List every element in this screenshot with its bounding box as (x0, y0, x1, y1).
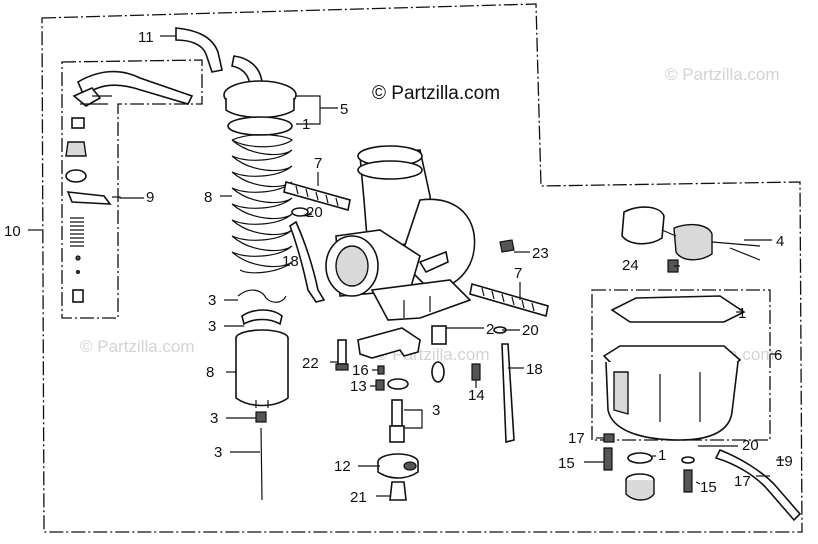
callout-7-upper: 7 (314, 155, 322, 172)
callout-12: 12 (334, 458, 351, 475)
screw-17 (603, 433, 615, 443)
float-valve-seat (431, 325, 447, 383)
callout-1-top: 1 (302, 116, 310, 133)
float-bowl (602, 295, 746, 441)
jet-holder-bracket (357, 327, 421, 359)
callout-11: 11 (138, 29, 154, 46)
carburetor-body (325, 145, 476, 321)
callout-1-bottom: 1 (658, 447, 666, 464)
vacuum-hose (175, 27, 223, 73)
callout-17-left: 17 (568, 430, 585, 447)
screw-15-right (683, 469, 693, 493)
callout-14: 14 (468, 387, 485, 404)
throttle-group-box (61, 59, 203, 319)
callout-22: 22 (302, 355, 319, 372)
screw-23 (499, 239, 515, 253)
callout-labels: 10 11 5 1 9 8 3 3 8 3 3 7 20 18 23 7 2 2… (4, 29, 793, 506)
callout-3-needle: 3 (214, 444, 222, 461)
callout-7-lower: 7 (514, 265, 522, 282)
pilot-screw-lower (469, 282, 549, 318)
large-spring (231, 134, 294, 274)
callout-8-spring: 8 (204, 189, 212, 206)
callout-4: 4 (776, 233, 784, 250)
callout-15-right: 15 (700, 479, 717, 496)
callout-20-upper: 20 (306, 204, 323, 221)
callout-6: 6 (774, 347, 782, 364)
callout-24: 24 (622, 257, 639, 274)
throttle-slide (235, 329, 289, 408)
callout-9: 9 (146, 189, 154, 206)
main-jet (377, 453, 419, 479)
drain-plug (389, 481, 407, 501)
overflow-tube-left (289, 220, 326, 303)
drain-cap (625, 473, 655, 501)
callout-20-middle: 20 (522, 322, 539, 339)
drain-tube (714, 448, 802, 522)
watermark-main: © Partzilla.com (372, 83, 500, 104)
screw-24 (667, 259, 679, 273)
needle-jet (387, 378, 409, 443)
watermark-faint-1: © Partzilla.com (665, 65, 780, 84)
callout-10: 10 (4, 223, 21, 240)
float-assembly (621, 206, 761, 261)
leader-lines (28, 35, 784, 497)
jet-needle (255, 411, 267, 501)
needle-retainer (241, 309, 283, 326)
top-cap (223, 80, 297, 136)
callout-3-jet: 3 (432, 402, 440, 419)
callout-20-lower: 20 (742, 437, 759, 454)
assembly-boundary (41, 3, 803, 533)
screw-15-left (603, 447, 613, 471)
callout-18-left: 18 (282, 253, 299, 270)
needle-clip (237, 289, 287, 303)
callout-2: 2 (486, 321, 494, 338)
callout-1-bowl: 1 (738, 305, 746, 322)
callout-3-retainer: 3 (208, 318, 216, 335)
top-hose-elbow (231, 55, 263, 85)
callout-8-slide: 8 (206, 364, 214, 381)
callout-18-right: 18 (526, 361, 543, 378)
watermark-faint-2: © Partzilla.com (80, 337, 195, 356)
callout-5: 5 (340, 101, 348, 118)
pilot-jet (335, 339, 349, 371)
o-ring-upper (291, 207, 309, 217)
callout-3-needle-top: 3 (210, 410, 218, 427)
throttle-stack-parts (65, 117, 112, 303)
callout-19: 19 (776, 453, 793, 470)
overflow-tube-right (501, 343, 515, 444)
callout-16: 16 (352, 362, 369, 379)
callout-23: 23 (532, 245, 549, 262)
o-ring-lower (681, 456, 695, 464)
screw-13 (375, 379, 385, 391)
callout-15-left: 15 (558, 455, 575, 472)
callout-3-clip: 3 (208, 292, 216, 309)
screw-14 (471, 363, 481, 381)
callout-21: 21 (350, 489, 367, 506)
o-ring-bowl (627, 452, 653, 464)
float-bowl-group-box (591, 289, 771, 441)
callout-13: 13 (350, 378, 367, 395)
callout-17-right: 17 (734, 473, 751, 490)
screw-16 (377, 365, 385, 375)
throttle-lever-group (72, 70, 194, 107)
